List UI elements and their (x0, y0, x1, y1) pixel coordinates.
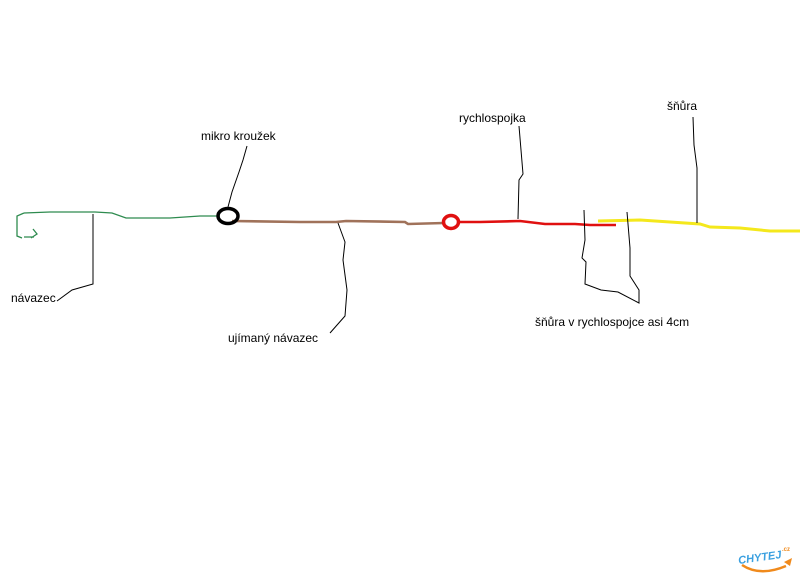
quicklink-line (460, 219, 616, 227)
label-snura: šňůra (667, 99, 697, 113)
label-snura-v-rychlospojce: šňůra v rychlospojce asi 4cm (535, 315, 689, 329)
pointer-navazec (56, 214, 94, 302)
logo-swoosh-icon (741, 563, 787, 573)
hook (16, 212, 25, 239)
chytej-logo: CHYTEJ .cz (738, 547, 792, 573)
logo-fish-icon (784, 558, 792, 566)
logo-suffix: .cz (782, 547, 790, 553)
label-rychlospojka: rychlospojka (459, 111, 526, 125)
pointer-ujimany-navazec (329, 222, 348, 334)
pointer-snura (692, 116, 698, 223)
pointer-mikro-krouzek (227, 145, 248, 208)
label-ujimany-navazec: ujímaný návazec (228, 331, 318, 345)
micro-ring (216, 206, 240, 226)
pointer-snura-v-rychlospojce (581, 209, 640, 304)
quicklink-ring (441, 213, 461, 231)
pointer-rychlospojka (517, 125, 524, 220)
mainline-line (597, 218, 800, 233)
hook-barb (24, 228, 38, 239)
label-mikro-krouzek: mikro kroužek (201, 129, 277, 143)
logo-name: CHYTEJ (738, 549, 784, 567)
hooklink-line (231, 219, 445, 226)
leader-line (23, 211, 220, 219)
label-navazec: návazec (11, 291, 56, 305)
